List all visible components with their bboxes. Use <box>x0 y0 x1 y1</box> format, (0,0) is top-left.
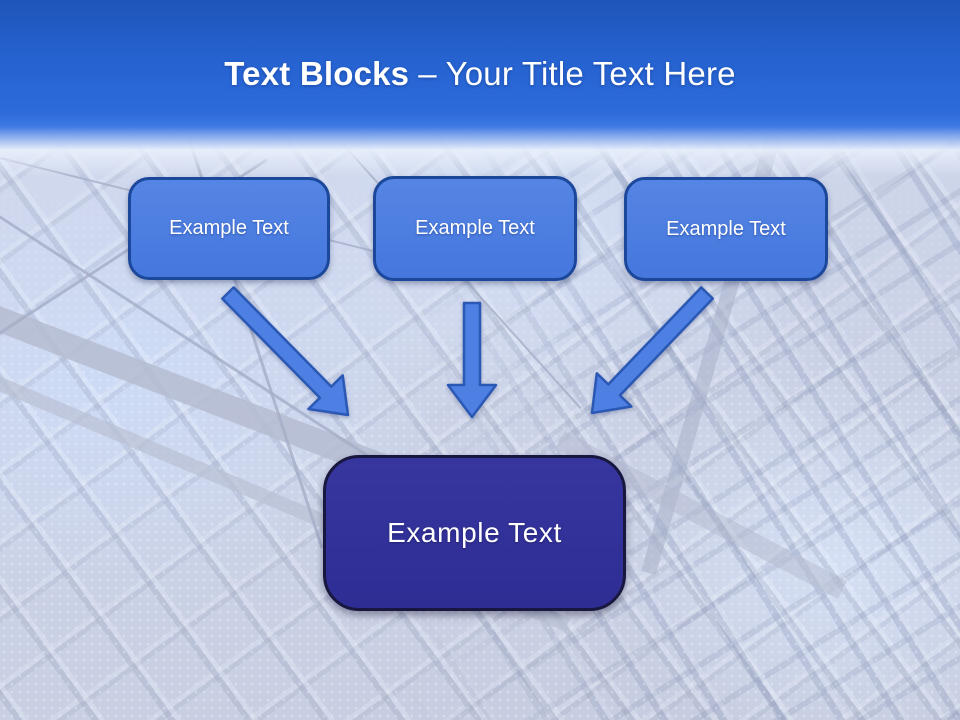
text-block-center: Example Text <box>323 455 626 611</box>
slide-title-bold: Text Blocks <box>224 55 410 92</box>
slide-title-regular: – Your Title Text Here <box>418 55 736 92</box>
text-block-2-label: Example Text <box>415 217 535 239</box>
text-block-3-label: Example Text <box>666 217 786 240</box>
slide-title: Text Blocks– Your Title Text Here <box>0 52 960 96</box>
text-block-1-label: Example Text <box>169 217 289 239</box>
text-block-1: Example Text <box>128 177 330 280</box>
text-block-3: Example Text <box>624 177 828 281</box>
text-block-center-label: Example Text <box>387 517 562 548</box>
text-block-2: Example Text <box>373 176 577 281</box>
title-banner: Text Blocks– Your Title Text Here <box>0 0 960 176</box>
